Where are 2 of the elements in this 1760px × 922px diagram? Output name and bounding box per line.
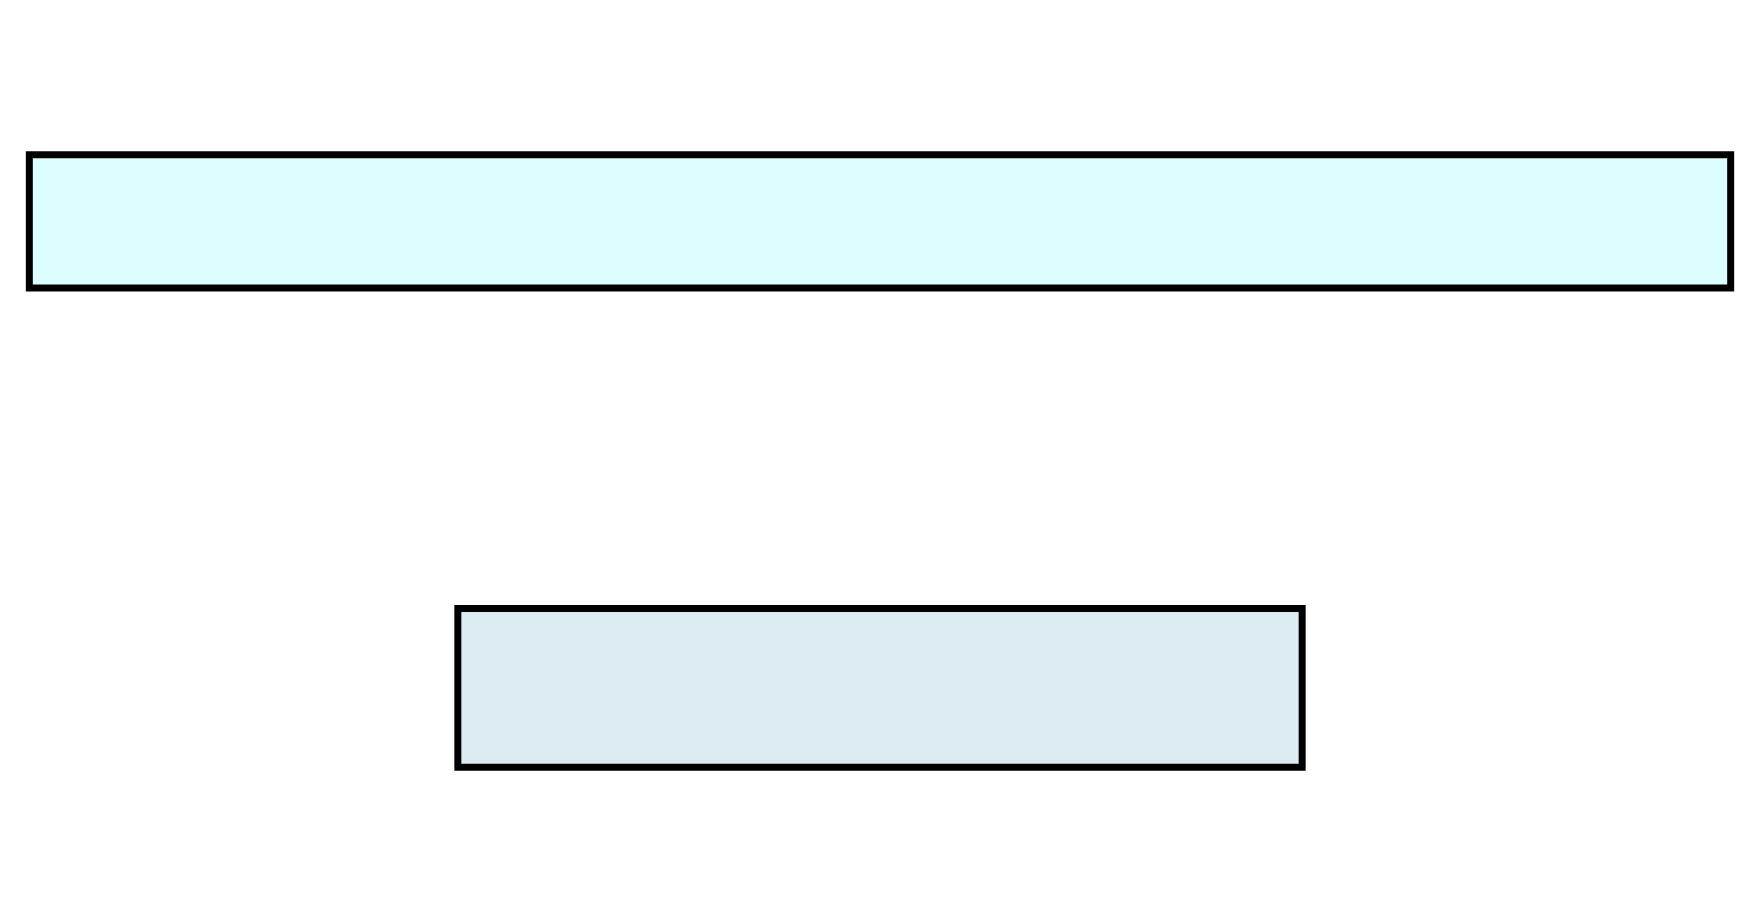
node-box xyxy=(454,605,1306,771)
node-box xyxy=(25,151,1735,292)
